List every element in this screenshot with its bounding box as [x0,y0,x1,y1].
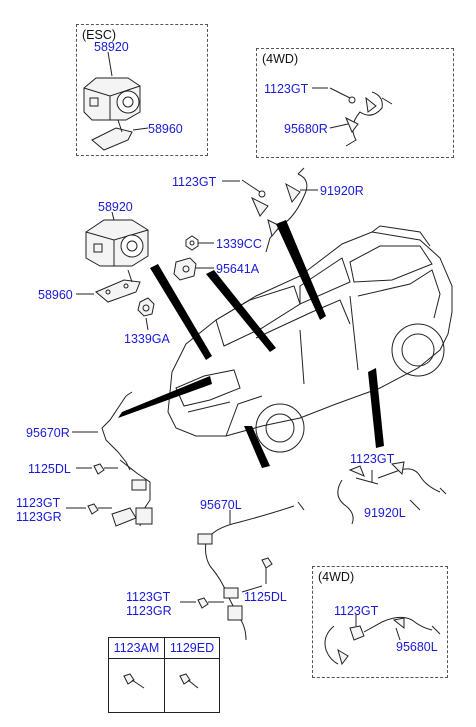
fourwd-bottom-sensor-label: 95680L [396,640,438,654]
front-sensor-right-icon [101,391,153,527]
hecu-bracket-label: 58960 [38,288,73,302]
bolt-dl-right-label: 1125DL [28,462,71,476]
bolt-gt-right-label: 1123GT [16,496,61,510]
callout-wedges [118,220,384,468]
esc-group-box [76,24,208,156]
rear-sensor-left-label: 91920L [364,506,406,520]
esc-hecu-icon [83,77,141,121]
sensor-module-label: 95641A [216,262,260,276]
bolt-dl-right-icon [93,463,118,475]
fourwd-top-sensor-label: 95680R [284,122,328,136]
bolt-gt-right-icon [87,503,137,527]
rear-bolt-right-label: 1123GT [172,175,217,189]
rear-sensor-4wd-bottom-icon [324,616,441,666]
fourwd-bottom-bolt-label: 1123GT [334,604,379,618]
rear-sensor-right-icon [241,167,308,253]
front-sensor-left-label: 95670L [200,498,242,512]
nut-label: 1339CC [216,237,262,251]
table-header-1123am: 1123AM [109,638,164,659]
esc-bracket-icon [91,119,149,151]
front-sensor-left-icon [197,501,305,641]
rear-sensor-left-icon [337,461,447,525]
fourwd-top-bolt-label: 1123GT [264,82,309,96]
rear-bolt-left-label: 1123GT [350,452,395,466]
nut-icon [185,235,199,251]
bolt-gr-right-label: 1123GR [16,510,62,524]
bolt-gt-left-label: 1123GT [126,590,171,604]
nut-ga-label: 1339GA [124,332,170,346]
table-header-1129ed: 1129ED [165,638,219,659]
vehicle-icon [167,225,453,453]
hecu-bracket-icon [95,269,141,303]
bolt-dl-left-label: 1125DL [244,590,287,604]
bolt-1123am-icon [123,673,145,689]
table-divider [164,638,165,712]
sensor-module-icon [173,257,197,281]
hecu-label: 58920 [98,200,133,214]
esc-bracket-label: 58960 [148,122,183,136]
rear-sensor-4wd-icon [329,87,393,147]
rear-sensor-right-label: 91920R [320,184,364,198]
fourwd-top-group-box [256,48,454,158]
bolt-1129ed-icon [179,673,199,689]
bolt-gr-left-label: 1123GR [126,604,172,618]
nut-ga-icon [137,297,155,317]
fourwd-bottom-group-box [312,566,448,678]
hecu-icon [85,219,149,267]
esc-hecu-label: 58920 [94,40,129,54]
front-sensor-right-label: 95670R [26,426,70,440]
esc-group-title: (ESC) [82,28,117,42]
bolt-dl-left-icon [261,557,273,584]
fourwd-bottom-group-title: (4WD) [318,570,355,584]
fastener-table: 1123AM 1129ED [108,637,220,713]
fourwd-top-group-title: (4WD) [262,52,299,66]
bolt-gt-left-icon [197,597,224,609]
